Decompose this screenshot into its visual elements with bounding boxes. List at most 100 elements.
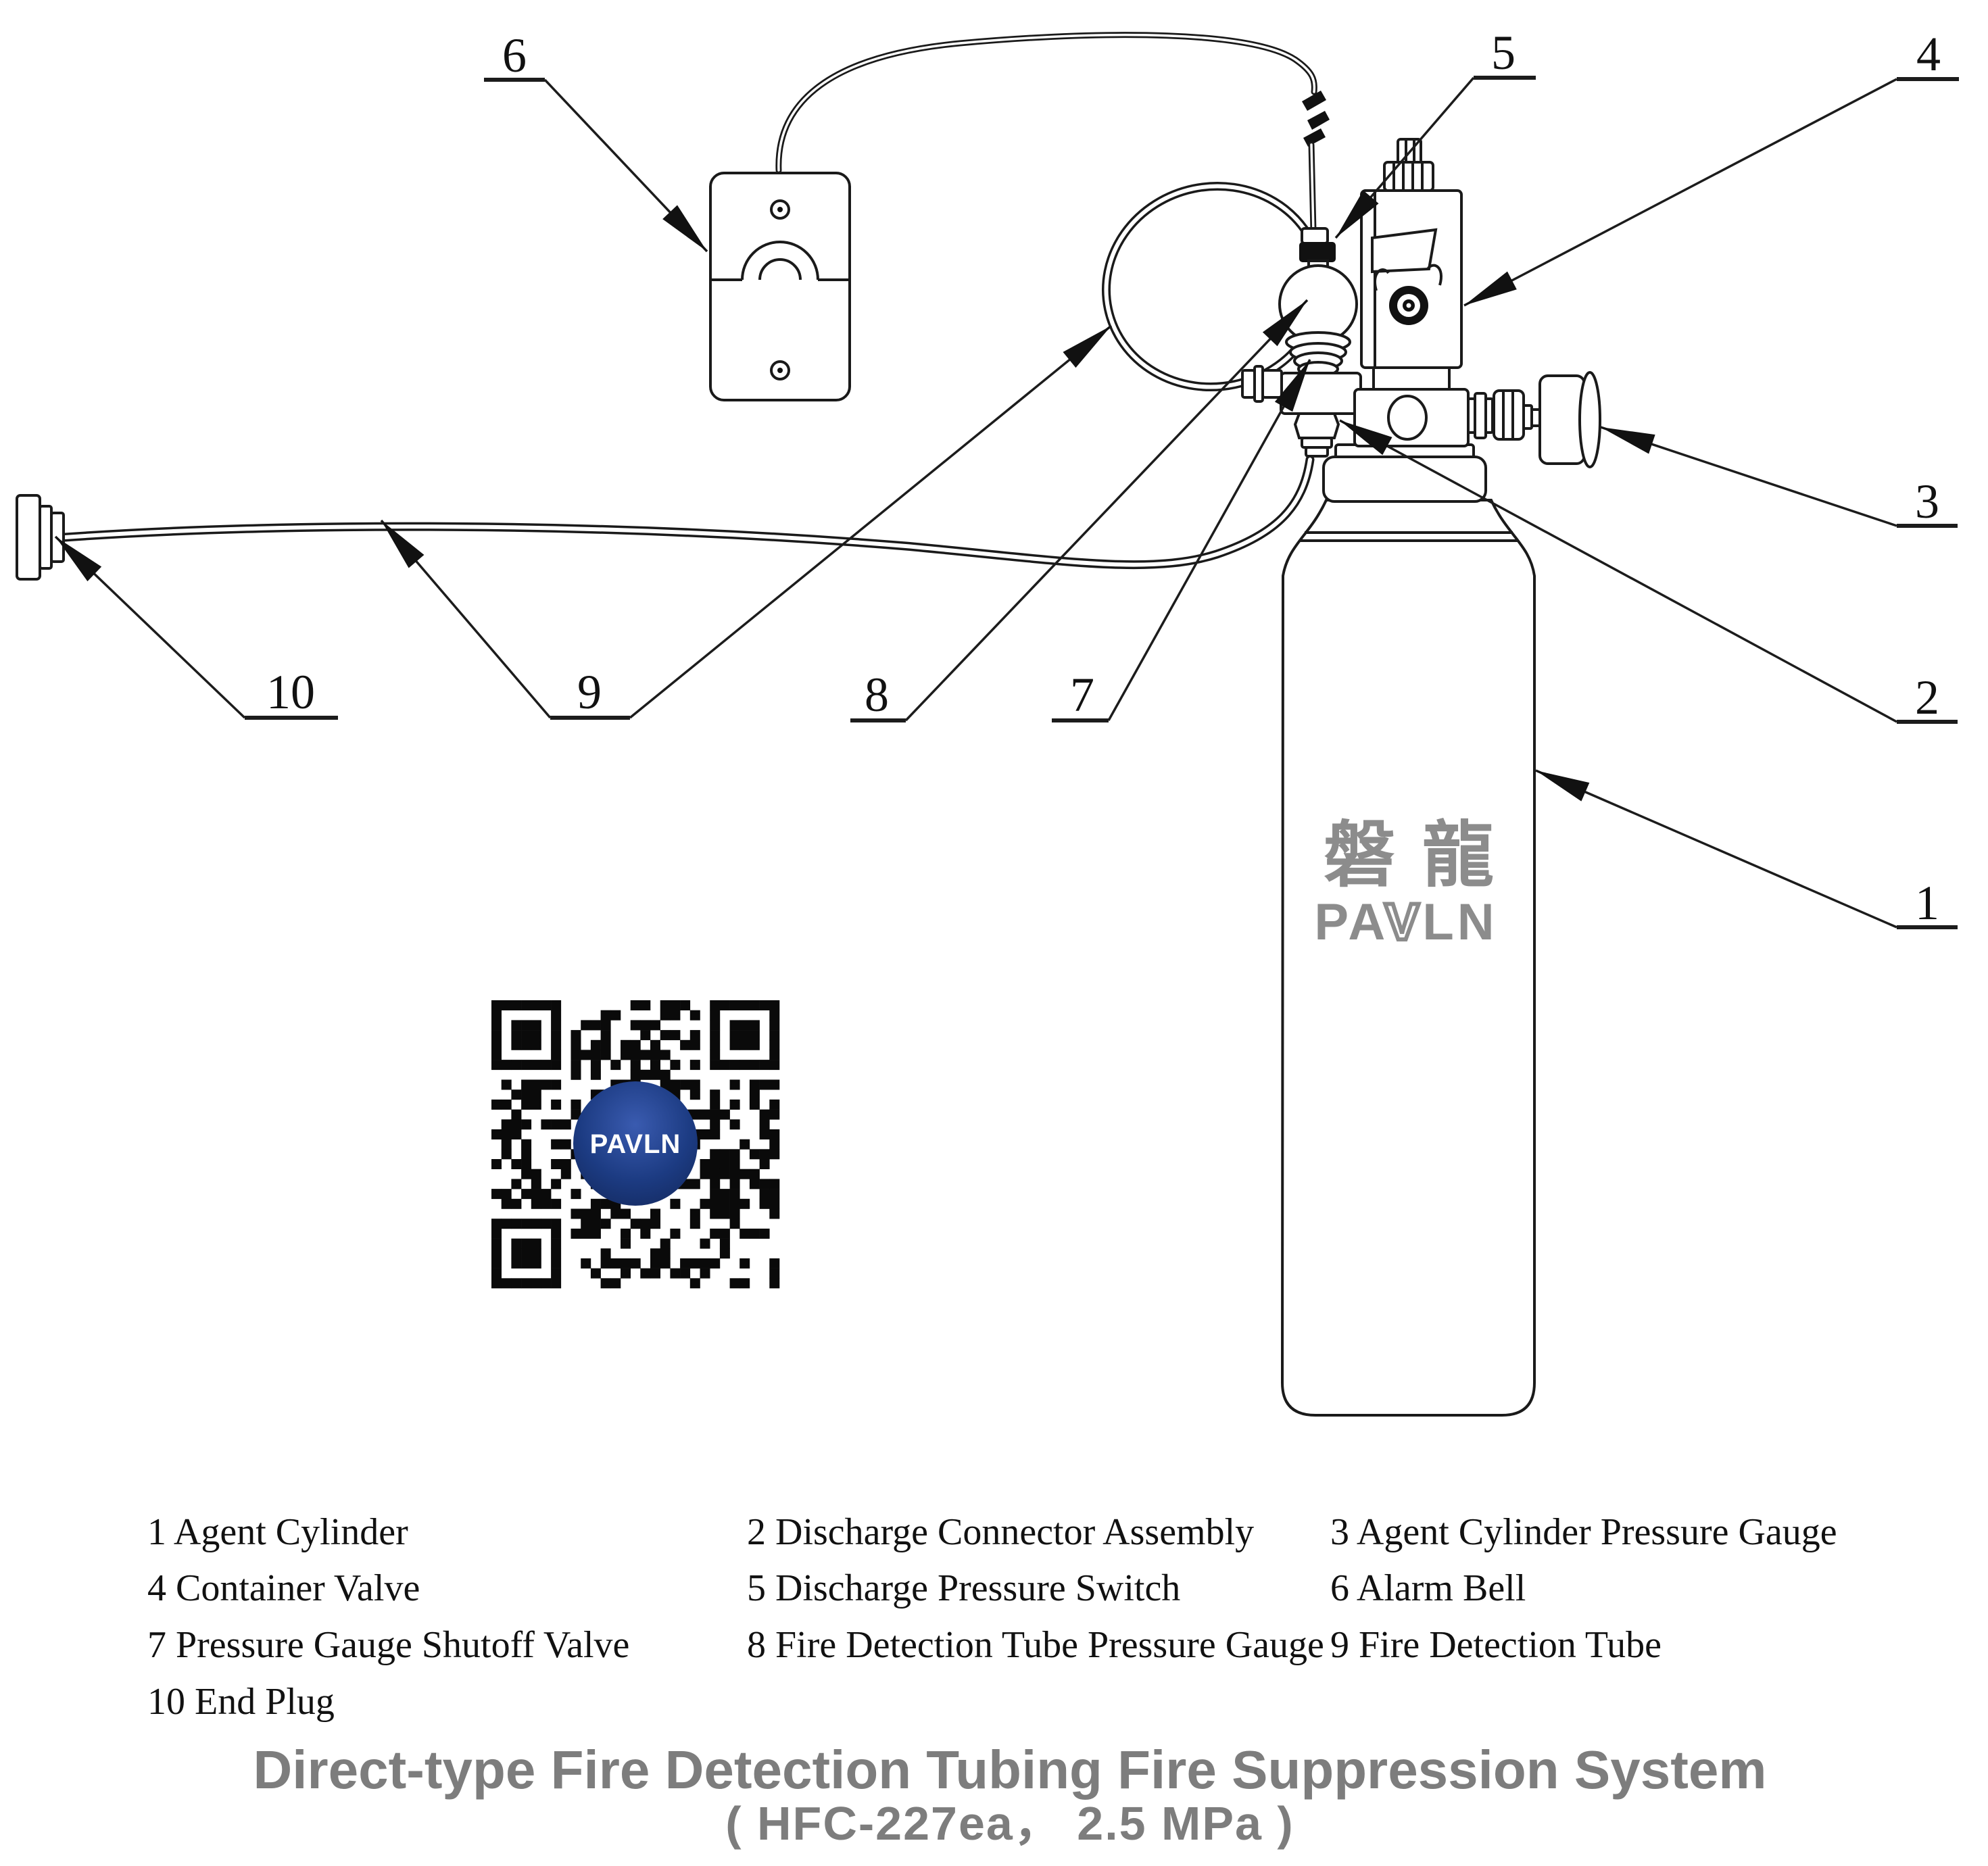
qr-module <box>640 1020 651 1031</box>
qr-module <box>689 1079 700 1090</box>
callout-label: 8 <box>865 668 889 722</box>
qr-module <box>590 1039 601 1050</box>
qr-module <box>521 1278 532 1289</box>
valve-solenoid <box>1389 286 1428 325</box>
qr-module <box>491 1129 502 1139</box>
callout-label: 9 <box>577 665 602 719</box>
qr-module <box>521 1039 532 1050</box>
qr-module <box>491 1248 502 1259</box>
callout-9: 9 <box>380 324 1113 720</box>
qr-module <box>551 1228 562 1239</box>
qr-module <box>650 1258 660 1269</box>
qr-module <box>571 1228 581 1239</box>
qr-module <box>551 1039 562 1050</box>
qr-module <box>521 1149 532 1160</box>
qr-module <box>689 1208 700 1219</box>
qr-module <box>551 1258 562 1269</box>
qr-module <box>521 1099 532 1110</box>
qr-module <box>511 1248 522 1259</box>
cylinder-brand-latin: PAVLN <box>1314 893 1497 951</box>
qr-module <box>660 1069 671 1080</box>
qr-module <box>740 1278 750 1289</box>
qr-module <box>501 1219 512 1229</box>
qr-module <box>769 1000 780 1010</box>
callout-arrowhead-icon <box>1274 360 1310 412</box>
qr-module <box>491 1050 502 1060</box>
qr-module <box>749 1169 760 1179</box>
qr-module <box>491 1189 502 1200</box>
qr-module <box>571 1109 581 1120</box>
qr-module <box>531 1219 541 1229</box>
qr-module <box>590 1050 601 1060</box>
qr-module <box>551 1119 562 1130</box>
qr-module <box>769 1278 780 1289</box>
qr-module <box>749 1149 760 1160</box>
qr-module <box>531 1198 541 1209</box>
bell-dome-icon <box>741 241 819 280</box>
callout-6: 6 <box>484 28 708 253</box>
qr-module <box>551 1198 562 1209</box>
qr-module <box>541 1079 552 1090</box>
qr-module <box>670 1228 681 1239</box>
qr-module <box>551 1278 562 1289</box>
qr-module <box>521 1000 532 1010</box>
qr-module <box>531 1179 541 1189</box>
qr-module <box>729 1060 740 1071</box>
qr-module <box>710 1020 721 1031</box>
qr-module <box>719 1198 730 1209</box>
qr-module <box>581 1228 591 1239</box>
qr-module <box>531 1089 541 1100</box>
callout-label: 3 <box>1915 474 1939 529</box>
legend-item-5: 5 Discharge Pressure Switch <box>747 1567 1180 1609</box>
qr-module <box>521 1219 532 1229</box>
qr-module <box>710 1000 721 1010</box>
qr-module <box>729 1030 740 1041</box>
discharge-connector-assembly <box>1293 412 1340 458</box>
qr-module <box>630 1039 641 1050</box>
qr-module <box>650 1050 660 1060</box>
qr-module <box>759 1109 770 1120</box>
qr-module <box>531 1020 541 1031</box>
qr-module <box>749 1039 760 1050</box>
qr-module <box>511 1238 522 1249</box>
legend-item-7: 7 Pressure Gauge Shutoff Valve <box>147 1624 629 1666</box>
qr-module <box>749 1079 760 1090</box>
qr-module <box>749 1089 760 1100</box>
qr-module <box>511 1129 522 1139</box>
qr-module <box>700 1159 710 1169</box>
qr-module <box>600 1050 611 1060</box>
qr-module <box>610 1278 621 1289</box>
qr-module <box>710 1159 721 1169</box>
qr-module <box>491 1000 502 1010</box>
qr-module <box>600 1278 611 1289</box>
qr-module <box>521 1248 532 1259</box>
qr-module <box>689 1030 700 1041</box>
agent-cylinder-pressure-gauge-assembly <box>1467 371 1601 468</box>
tubing-and-wiring <box>60 32 1330 570</box>
qr-module <box>531 1099 541 1110</box>
qr-module <box>630 1069 641 1080</box>
qr-module <box>511 1089 522 1100</box>
qr-module <box>710 1179 721 1189</box>
qr-module <box>719 1208 730 1219</box>
qr-module <box>501 1139 512 1150</box>
qr-module <box>541 1189 552 1200</box>
bell-screw-icon <box>770 199 790 220</box>
manifold-port <box>1387 395 1428 441</box>
qr-module <box>581 1208 591 1219</box>
qr-module <box>590 1268 601 1279</box>
qr-module <box>689 1258 700 1269</box>
qr-module <box>729 1020 740 1031</box>
valve-step <box>1372 366 1451 391</box>
qr-module <box>521 1159 532 1169</box>
callout-arrowhead-icon <box>1340 420 1392 456</box>
qr-module <box>560 1159 571 1169</box>
qr-module <box>719 1189 730 1200</box>
container-valve <box>1353 138 1470 447</box>
qr-module <box>719 1109 730 1120</box>
qr-module <box>590 1069 601 1080</box>
callout-arrowhead-icon <box>1262 300 1307 347</box>
legend-item-1: 1 Agent Cylinder <box>147 1511 408 1553</box>
